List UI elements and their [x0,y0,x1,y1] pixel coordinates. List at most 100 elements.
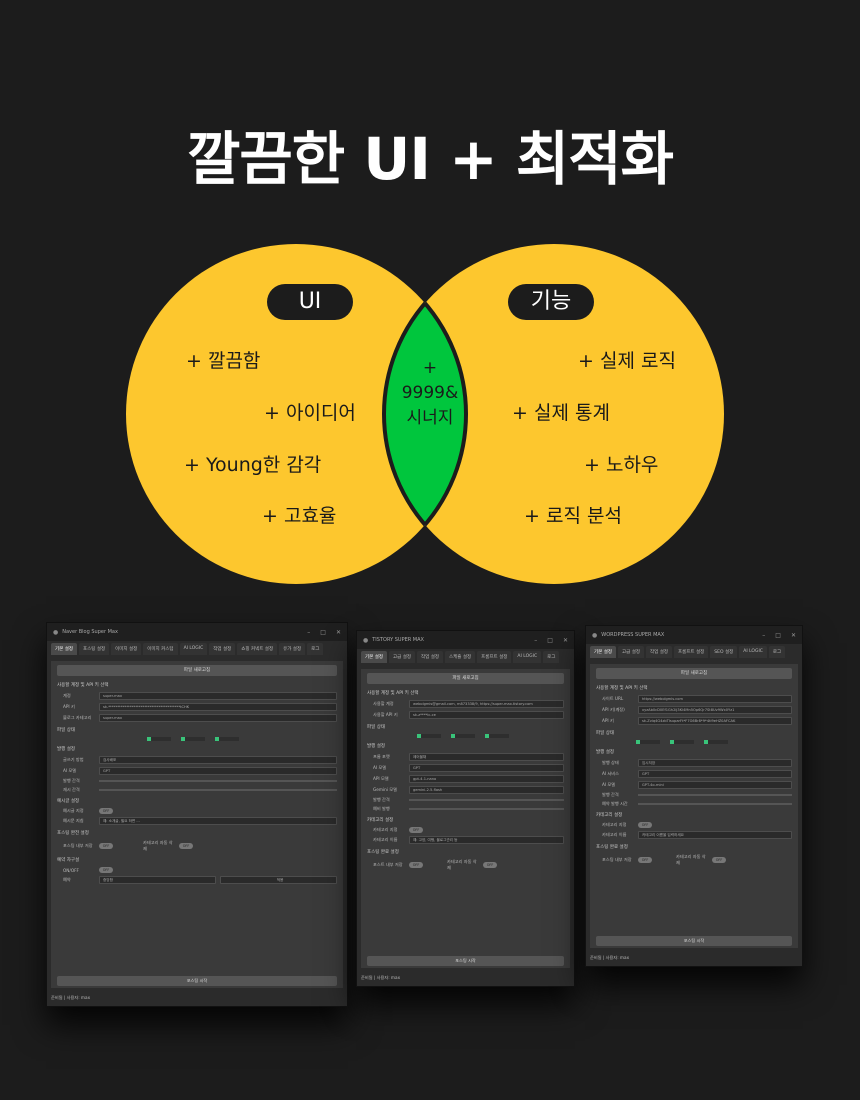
tab[interactable]: 기본 설정 [51,643,77,655]
venn-right-item: + 실제 통계 [512,402,610,424]
tab[interactable]: 스케쥴 설정 [445,651,476,663]
tab-bar: 기본 설정 포스팅 설정 이미지 설정 이미지 커스텀 AI LOGIC 작업 … [47,641,347,657]
account-select[interactable]: webolgmis@gmail.com, m873338/9, https://… [409,700,564,708]
section-title: 포스팅 완료 설정 [367,850,399,855]
model-select[interactable]: GPT [99,767,337,775]
maximize-icon: □ [320,628,326,636]
api-model-select[interactable]: gpt-4.1-nano [409,775,564,783]
schedule-select[interactable]: 중앙함 [99,876,216,884]
venn-left-item: + 아이디어 [264,402,356,424]
close-icon: ✕ [562,636,568,644]
refresh-files-button[interactable]: 파일 새로고침 [596,668,792,679]
title-bar: ●TISTORY SUPER MAX–□✕ [357,631,574,649]
apply-button[interactable]: 적용 [220,876,337,884]
file-status [596,740,792,744]
reserve-slider[interactable] [409,808,564,810]
app-icon: ● [363,636,369,644]
venn-left-item: + Young한 감각 [184,454,322,476]
interval-slider[interactable] [409,799,564,801]
delete-toggle[interactable]: OFF [483,862,497,868]
interval-slider[interactable] [638,794,792,796]
status-bar: 준비됨 | 사용자: max [357,970,574,986]
api-key-select[interactable]: sk-Zviq4G4zbTIsuparFt*F7G6Br8*9*4ti9eHZ0… [638,717,792,725]
tab[interactable]: AI LOGIC [513,651,542,663]
account-key-select[interactable]: xyzAb0cD0Ef1Gh2Ij3Kl4Mn5Op6Qr7St8Uv9Wx0Y… [638,706,792,714]
category-input[interactable]: 카테고리 이름을 입력하세요 [638,831,792,839]
retry-slider[interactable] [99,789,337,791]
save-toggle[interactable]: OFF [638,857,652,863]
section-title: 발행 설정 [367,744,385,749]
section-title: 카테고리 설정 [367,818,394,823]
tab[interactable]: 로그 [307,643,324,655]
model-select[interactable]: GPT [409,764,564,772]
category-toggle[interactable]: OFF [409,827,423,833]
tab[interactable]: 프롬프트 설정 [477,651,512,663]
title-bar: ●WORDPRESS SUPER MAX–□✕ [586,626,802,644]
interval-slider[interactable] [99,780,337,782]
tab[interactable]: 포스팅 설정 [79,643,110,655]
save-toggle[interactable]: OFF [409,862,423,868]
tab[interactable]: SEO 설정 [710,646,738,658]
tab[interactable]: 유가 설정 [279,643,306,655]
example-input[interactable]: 예: 소개글, 필요 하면 ... [99,817,337,825]
format-select[interactable]: 제어블채 [409,753,564,761]
reserve-slider[interactable] [638,803,792,805]
tab[interactable]: AI LOGIC [739,646,767,658]
title-bar: ●Naver Blog Super Max–□✕ [47,623,347,641]
api-key-select[interactable]: sk-z****ic-ce [409,711,564,719]
headline: 깔끔한 UI + 최적화 [186,125,674,193]
tab-bar: 기본 설정 고급 설정 작업 설정 스케쥴 설정 프롬프트 설정 AI LOGI… [357,649,574,665]
tab[interactable]: 로그 [543,651,560,663]
tab[interactable]: AI LOGIC [179,643,208,655]
category-select[interactable]: super-max [99,714,337,722]
account-select[interactable]: super-max [99,692,337,700]
model-select[interactable]: GPT-4o-mini [638,781,792,789]
venn-center-text: + 9999& 시너지 [401,358,459,428]
tab[interactable]: 로그 [768,646,786,658]
tab-bar: 기본 설정 고급 설정 작업 설정 프롬프트 설정 SEO 설정 AI LOGI… [586,644,802,660]
start-posting-button[interactable]: 포스팅 시작 [596,936,792,946]
gemini-model-select[interactable]: gemini-2.5-flash [409,786,564,794]
publish-status-select[interactable]: 임시저장 [638,759,792,767]
tab[interactable]: 고급 설정 [389,651,415,663]
start-posting-button[interactable]: 포스팅 시작 [57,976,337,986]
status-bar: 준비됨 | 사용자: max [586,950,802,966]
example-toggle[interactable]: OFF [99,808,113,814]
venn-right-item: + 로직 분석 [524,505,622,527]
delete-toggle[interactable]: OFF [179,843,193,849]
start-posting-button[interactable]: 포스팅 시작 [367,956,564,966]
section-title: 파일 상태 [596,731,614,736]
status-bar: 준비됨 | 사용자: max [47,990,347,1006]
section-title: 파일 상태 [57,728,75,733]
section-title: 포스팅 완전 설정 [57,831,89,836]
section-title: 카테고리 설정 [596,813,623,818]
delete-toggle[interactable]: OFF [712,857,726,863]
tab[interactable]: 프롬프트 설정 [674,646,709,658]
api-key-select[interactable]: sk-*************************************… [99,703,337,711]
tab[interactable]: 쇼핑 커넥트 설정 [237,643,278,655]
section-title: 발행 설정 [596,750,614,755]
method-select[interactable]: 검사배포 [99,756,337,764]
tab[interactable]: 작업 설정 [417,651,443,663]
tab[interactable]: 기본 설정 [361,651,387,663]
tab[interactable]: 작업 설정 [646,646,672,658]
category-toggle[interactable]: OFF [638,822,652,828]
tab[interactable]: 기본 설정 [590,646,616,658]
save-toggle[interactable]: OFF [99,843,113,849]
venn-right-item: + 노하우 [584,454,659,476]
venn-left-circle [126,244,466,584]
tistory-app-screenshot: ●TISTORY SUPER MAX–□✕ 기본 설정 고급 설정 작업 설정 … [356,630,575,987]
site-url-select[interactable]: https://webolgmis.com [638,695,792,703]
tab[interactable]: 이미지 설정 [111,643,142,655]
ai-service-select[interactable]: GPT [638,770,792,778]
category-input[interactable]: 예: 고양, 여행, 블로그관리 등 [409,836,564,844]
tab[interactable]: 작업 설정 [209,643,236,655]
maximize-icon: □ [775,631,781,639]
tab[interactable]: 고급 설정 [618,646,644,658]
tab[interactable]: 이미지 커스텀 [143,643,178,655]
refresh-files-button[interactable]: 파일 새로고침 [367,673,564,684]
refresh-files-button[interactable]: 파일 새로고침 [57,665,337,676]
schedule-toggle[interactable]: OFF [99,867,113,873]
close-icon: ✕ [335,628,341,636]
venn-right-circle [384,244,724,584]
